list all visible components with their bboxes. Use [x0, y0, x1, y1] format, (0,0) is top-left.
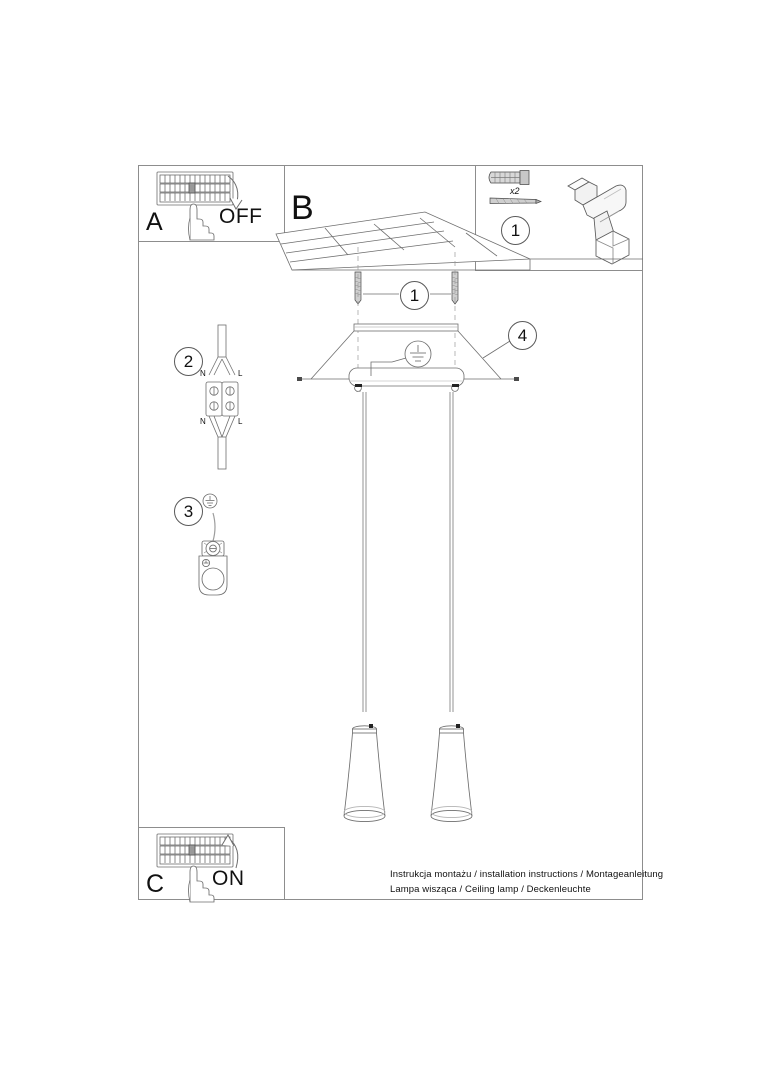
panel-c-letter: C [146, 870, 165, 898]
step-2-terminal-label-l-top: L [238, 369, 243, 378]
panel-a-box [138, 165, 285, 242]
drawing-frame [138, 165, 643, 900]
panel-a-letter: A [146, 208, 163, 236]
caption-line-2: Lampa wisząca / Ceiling lamp / Deckenleu… [390, 883, 591, 895]
wall-plug-quantity-label: x2 [510, 186, 520, 196]
panel-c-action-label: ON [212, 867, 245, 890]
caption-block: Instrukcja montażu / installation instru… [390, 868, 663, 897]
panel-c-box [138, 827, 285, 900]
parts-box [475, 165, 643, 271]
step-2-number: 2 [174, 347, 203, 376]
step-3-number: 3 [174, 497, 203, 526]
parts-step-number: 1 [501, 216, 530, 245]
ceiling-screw-callout: 1 [400, 281, 429, 310]
canopy-callout: 4 [508, 321, 537, 350]
step-2-terminal-label-n-top: N [200, 369, 206, 378]
panel-a-action-label: OFF [219, 205, 263, 228]
step-2-terminal-label-n-bottom: N [200, 417, 206, 426]
caption-line-1: Instrukcja montażu / installation instru… [390, 869, 664, 880]
panel-b-letter: B [291, 189, 314, 227]
step-2-terminal-label-l-bottom: L [238, 417, 243, 426]
